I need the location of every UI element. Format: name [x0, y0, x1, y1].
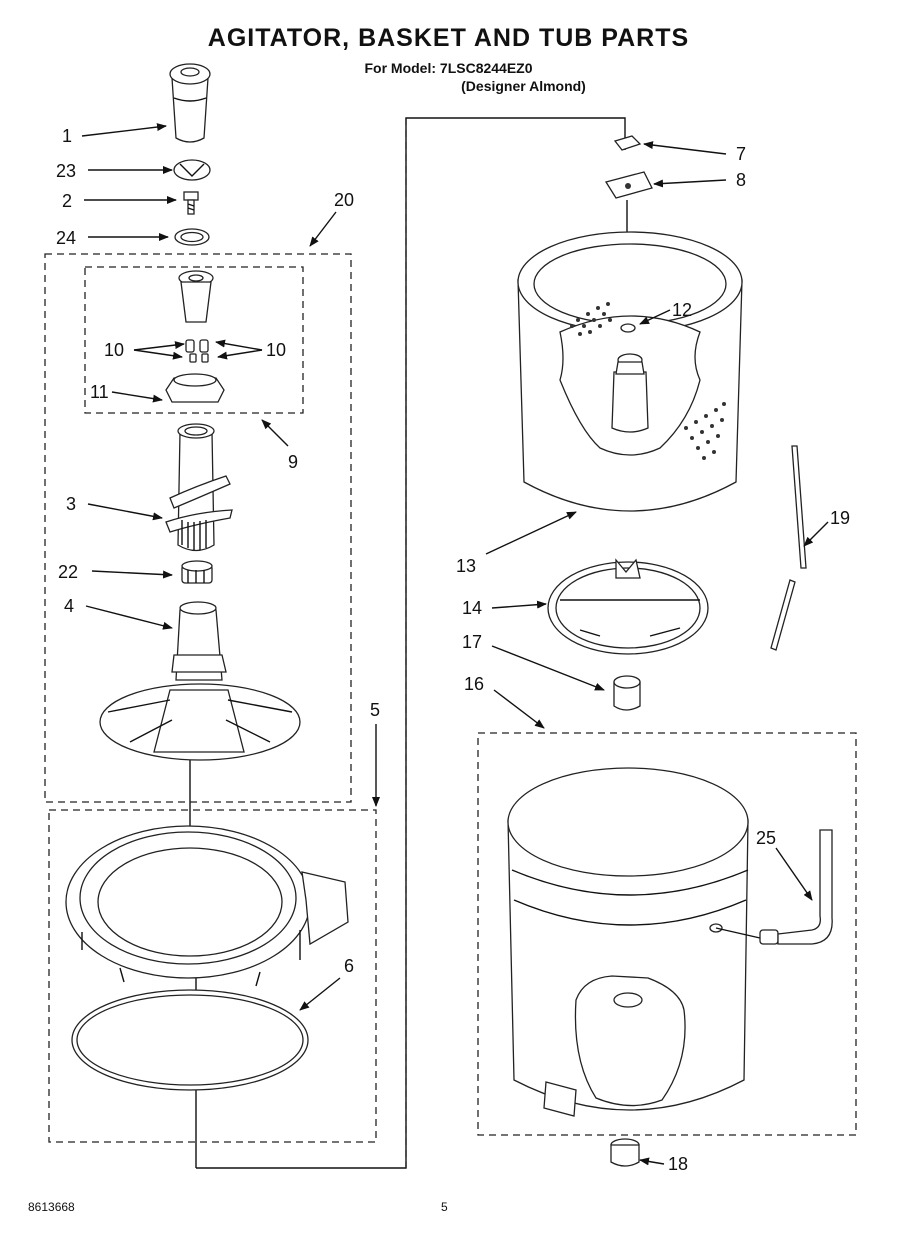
part-spin-basket [517, 231, 743, 512]
diagram-title: AGITATOR, BASKET AND TUB PARTS [207, 24, 690, 52]
part-hub-nut [613, 675, 641, 711]
callout-18: 18 [668, 1154, 688, 1174]
callout-10-right: 10 [266, 340, 286, 360]
callout-17: 17 [462, 632, 482, 652]
part-cap-retainer [173, 159, 211, 181]
part-drain-hose [715, 829, 833, 945]
callout-9: 9 [288, 452, 298, 472]
callout-5: 5 [370, 700, 380, 720]
part-outer-tub [507, 767, 749, 1117]
document-number: 8613668 [28, 1200, 75, 1214]
part-clip [613, 135, 642, 151]
part-bearing [181, 560, 213, 584]
part-seal-ring [71, 989, 309, 1091]
part-agitator-cam [178, 270, 214, 323]
group-box-20 [44, 253, 352, 803]
callout-3: 3 [66, 494, 76, 514]
part-nut-plate [604, 171, 653, 199]
part-hose [770, 445, 807, 651]
part-agitator-dogs [185, 339, 209, 363]
callout-20: 20 [334, 190, 354, 210]
variant-line: (Designer Almond) [461, 78, 586, 94]
group-box-9 [84, 266, 304, 414]
callout-12: 12 [672, 300, 692, 320]
part-tub-ring [65, 825, 349, 987]
callout-1: 1 [62, 126, 72, 146]
part-bolt [183, 191, 199, 215]
leader-lines [81, 123, 829, 1166]
callout-10-left: 10 [104, 340, 124, 360]
callout-6: 6 [344, 956, 354, 976]
part-agitator-base [99, 601, 301, 761]
callout-16: 16 [464, 674, 484, 694]
callout-23: 23 [56, 161, 76, 181]
callout-4: 4 [64, 596, 74, 616]
part-cam-drive [165, 373, 225, 403]
part-agitator-cap [169, 63, 211, 143]
callout-13: 13 [456, 556, 476, 576]
callout-8: 8 [736, 170, 746, 190]
callout-22: 22 [58, 562, 78, 582]
part-drive-hub [547, 558, 709, 655]
part-o-ring [174, 228, 210, 246]
page-number: 5 [441, 1200, 448, 1214]
group-box-16 [477, 732, 857, 1136]
callout-11: 11 [90, 382, 109, 402]
callout-19: 19 [830, 508, 850, 528]
callout-25: 25 [756, 828, 776, 848]
callout-24: 24 [56, 228, 76, 248]
model-line: For Model: 7LSC8244EZ0 [364, 60, 533, 76]
part-drain-fitting [610, 1138, 640, 1167]
callout-14: 14 [462, 598, 482, 618]
callout-7: 7 [736, 144, 746, 164]
part-auger [165, 423, 233, 552]
group-box-5 [48, 809, 377, 1143]
callout-2: 2 [62, 191, 72, 211]
